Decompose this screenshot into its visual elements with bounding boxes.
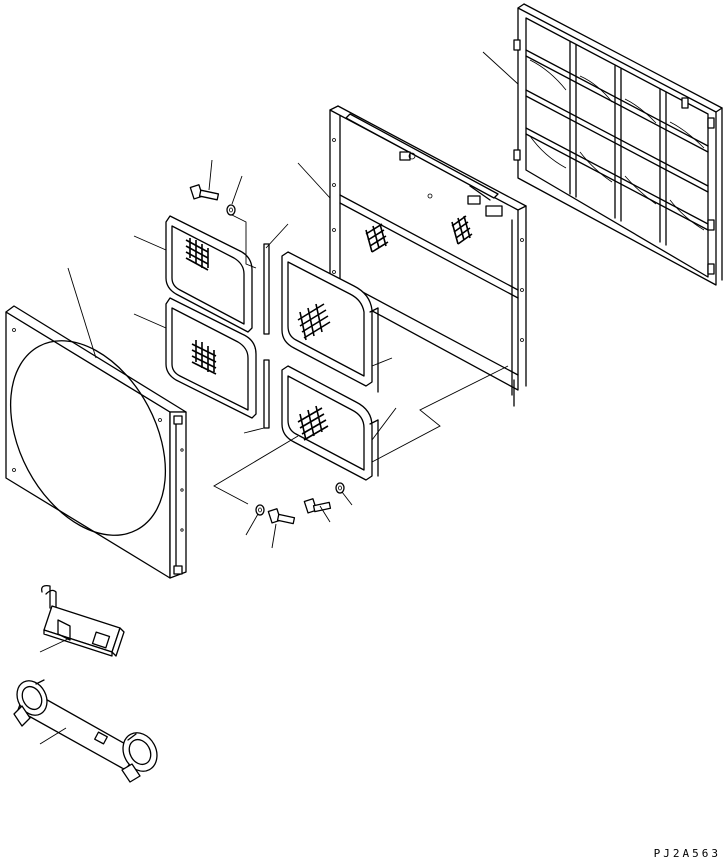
leader-line	[266, 224, 288, 248]
bracket-box	[42, 586, 124, 656]
rear-screen-frame	[514, 4, 722, 285]
upper-left-screen	[166, 216, 252, 332]
leader-line	[298, 163, 330, 198]
lower-right-screen	[282, 366, 378, 480]
leader-line	[244, 428, 264, 433]
upper-right-screen	[282, 252, 378, 392]
leader-line	[232, 176, 242, 204]
leader-line	[372, 408, 396, 440]
bolt	[304, 499, 330, 513]
leader-line	[483, 52, 518, 84]
bolt	[190, 185, 218, 200]
radiator-guard-frame	[330, 106, 526, 406]
lower-left-screen	[166, 298, 256, 418]
leader-line	[68, 268, 96, 358]
leader-line	[320, 506, 330, 522]
muffler	[11, 676, 163, 782]
washer	[227, 205, 235, 215]
washer	[336, 483, 344, 493]
center-divider-strip	[264, 244, 269, 428]
assembly-lines	[232, 215, 256, 268]
leader-line	[134, 314, 166, 328]
leader-line	[246, 514, 258, 535]
leader-line	[134, 236, 166, 250]
leader-line	[40, 638, 70, 652]
drawing-code: PJ2A563	[653, 847, 721, 860]
leader-line	[372, 358, 392, 366]
leader-line	[342, 492, 352, 505]
fan-shroud	[0, 306, 197, 578]
washer	[256, 505, 264, 515]
bolt	[268, 509, 294, 524]
leader-line	[209, 160, 212, 190]
leader-line	[40, 728, 66, 744]
leader-line	[272, 524, 276, 548]
assembly-lines	[214, 366, 508, 504]
